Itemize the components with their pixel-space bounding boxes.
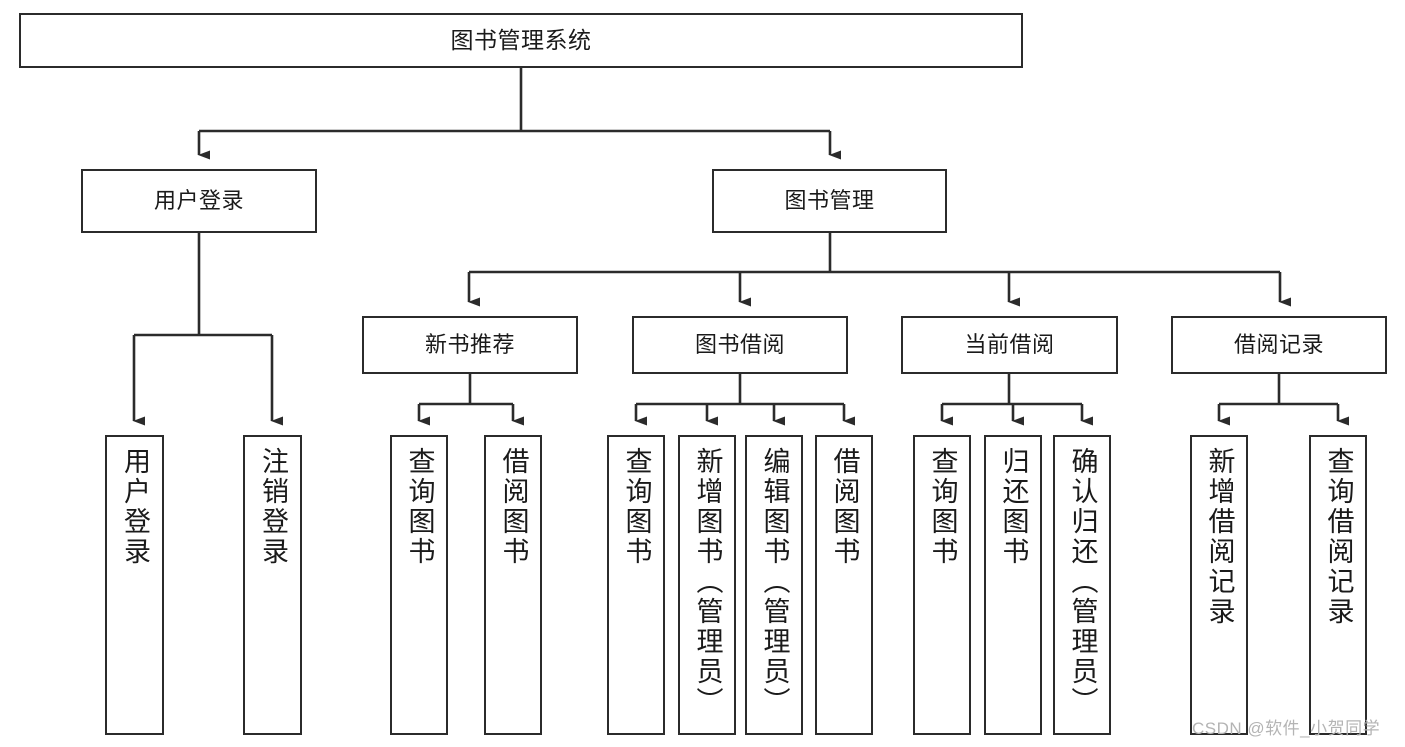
node-label: 用户登录 [153, 188, 244, 214]
node-label: 归还图书 [998, 447, 1029, 567]
node-book-management[interactable]: 图书管理 [712, 169, 947, 233]
leaf-confirm-return-admin[interactable]: 确认归还（管理员） [1053, 435, 1111, 735]
leaf-query-book-borrowing[interactable]: 查询图书 [607, 435, 665, 735]
leaf-query-borrowing-record[interactable]: 查询借阅记录 [1309, 435, 1367, 735]
leaf-add-borrowing-record[interactable]: 新增借阅记录 [1190, 435, 1248, 735]
node-label: 当前借阅 [964, 332, 1055, 358]
leaf-query-book-recommendation[interactable]: 查询图书 [390, 435, 448, 735]
leaf-query-book-current[interactable]: 查询图书 [913, 435, 971, 735]
node-label: 图书借阅 [694, 332, 785, 358]
node-label: 新增图书（管理员） [692, 447, 723, 717]
node-label: 查询图书 [927, 447, 958, 567]
node-label: 借阅图书 [498, 447, 529, 567]
node-root-book-management-system[interactable]: 图书管理系统 [19, 13, 1023, 68]
node-current-borrowing[interactable]: 当前借阅 [901, 316, 1118, 374]
node-label: 借阅记录 [1233, 332, 1324, 358]
node-label: 查询借阅记录 [1323, 447, 1354, 627]
leaf-borrow-book[interactable]: 借阅图书 [815, 435, 873, 735]
node-label: 查询图书 [621, 447, 652, 567]
node-label: 图书管理系统 [450, 26, 592, 53]
leaf-user-login[interactable]: 用户登录 [105, 435, 164, 735]
node-label: 注销登录 [258, 447, 288, 567]
node-label: 用户登录 [120, 447, 150, 567]
node-label: 确认归还（管理员） [1067, 447, 1098, 717]
node-label: 新增借阅记录 [1204, 447, 1235, 627]
node-label: 借阅图书 [829, 447, 860, 567]
node-book-borrowing[interactable]: 图书借阅 [632, 316, 848, 374]
node-label: 编辑图书（管理员） [759, 447, 790, 717]
node-label: 查询图书 [404, 447, 435, 567]
node-borrowing-record[interactable]: 借阅记录 [1171, 316, 1387, 374]
leaf-borrow-book-recommendation[interactable]: 借阅图书 [484, 435, 542, 735]
leaf-user-logout[interactable]: 注销登录 [243, 435, 302, 735]
node-new-book-recommendation[interactable]: 新书推荐 [362, 316, 578, 374]
leaf-add-book-admin[interactable]: 新增图书（管理员） [678, 435, 736, 735]
leaf-return-book[interactable]: 归还图书 [984, 435, 1042, 735]
leaf-edit-book-admin[interactable]: 编辑图书（管理员） [745, 435, 803, 735]
node-user-login[interactable]: 用户登录 [81, 169, 317, 233]
node-label: 新书推荐 [424, 332, 515, 358]
node-label: 图书管理 [784, 188, 875, 214]
